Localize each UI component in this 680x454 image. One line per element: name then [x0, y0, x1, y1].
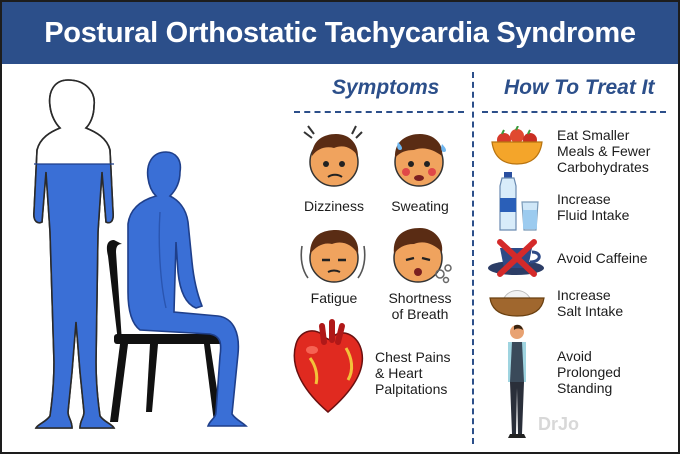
sweating-face-icon — [394, 134, 446, 187]
symptom-label-sweating: Sweating — [391, 198, 449, 214]
treatment-label-standing: Avoid Prolonged Standing — [557, 348, 621, 396]
treatment-label-caffeine: Avoid Caffeine — [557, 250, 648, 266]
fruit-bowl-icon — [491, 126, 543, 165]
page-title: Postural Orthostatic Tachycardia Syndrom… — [44, 17, 636, 49]
symptoms-heading: Symptoms — [332, 76, 440, 99]
seated-figure — [127, 151, 248, 427]
column-divider — [472, 72, 474, 444]
symptom-label-dizziness: Dizziness — [304, 198, 364, 214]
treatment-heading: How To Treat It — [504, 76, 655, 99]
breathless-face-icon — [393, 228, 452, 284]
watermark-logo: DrJo — [538, 414, 580, 434]
symptoms-divider — [294, 111, 464, 113]
symptom-label-shortness-of-breath: Shortness of Breath — [388, 290, 452, 322]
tired-face-icon — [300, 230, 366, 283]
treatment-label-salt: Increase Salt Intake — [557, 287, 624, 319]
treatment-divider — [482, 111, 666, 113]
symptom-label-fatigue: Fatigue — [310, 290, 358, 306]
salt-bowl-icon — [489, 290, 545, 317]
heart-icon — [293, 319, 364, 413]
header-bar: Postural Orthostatic Tachycardia Syndrom… — [2, 2, 678, 64]
treatment-label-fluid: Increase Fluid Intake — [557, 191, 630, 223]
symptom-label-chest-pains: Chest Pains & Heart Palpitations — [375, 349, 451, 397]
treatment-label-meals: Eat Smaller Meals & Fewer Carbohydrates — [557, 127, 651, 175]
standing-and-seated-figures-illustration — [33, 79, 248, 429]
water-bottle-icon — [499, 172, 539, 231]
dizzy-face-icon — [303, 125, 363, 187]
no-coffee-icon — [488, 239, 544, 277]
standing-person-icon — [508, 324, 526, 438]
